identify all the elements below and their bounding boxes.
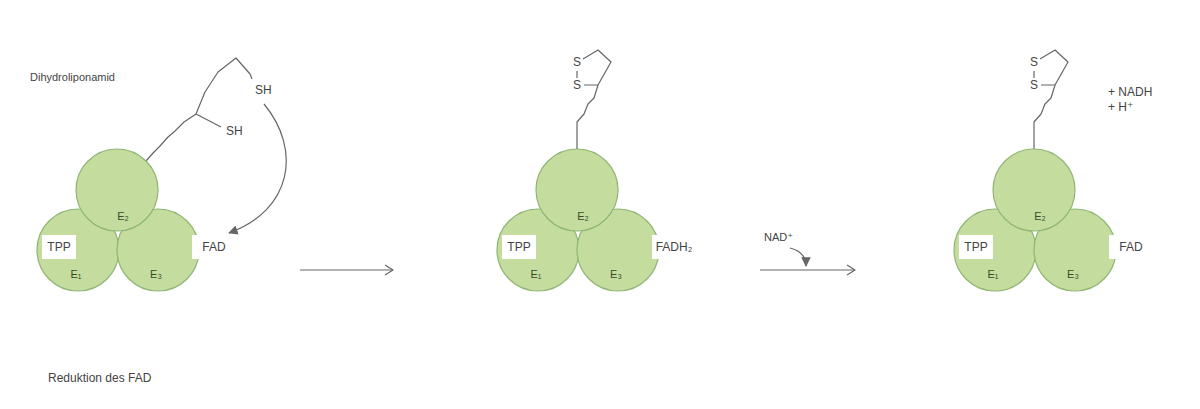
sulfur-atom: S xyxy=(1030,56,1038,68)
enzyme-fill xyxy=(76,149,158,231)
reaction-arrow-head xyxy=(385,265,393,275)
cofactor-name: FAD xyxy=(1119,241,1142,253)
enzyme-name: E₂ xyxy=(117,211,129,222)
enzyme-fill xyxy=(497,209,579,291)
enzyme-name: E₁ xyxy=(70,269,81,280)
cofactor-name: TPP xyxy=(964,241,987,253)
thiol-group: SH xyxy=(226,125,243,137)
enzyme-fill xyxy=(536,149,618,231)
thiol-bond xyxy=(196,114,221,127)
sulfur-atom: S xyxy=(1030,79,1038,91)
cofactor-name: TPP xyxy=(47,241,70,253)
cofactor-box: FAD xyxy=(1109,235,1153,259)
enzyme-circle: E₂ xyxy=(535,148,619,232)
enzyme-name: E₃ xyxy=(1067,269,1079,280)
enzyme-name: E₂ xyxy=(577,211,589,222)
cofactor-name: FADH₂ xyxy=(656,241,693,253)
transfer-arrow xyxy=(229,104,286,233)
cofactor-box: TPP xyxy=(42,235,76,259)
product-label: + H⁺ xyxy=(1108,101,1133,113)
thiol-group: SH xyxy=(255,84,272,96)
caption-note: Reduktion des FAD xyxy=(48,372,151,384)
enzyme-fill xyxy=(1034,209,1116,291)
enzyme-name: E₁ xyxy=(530,269,541,280)
disulfide-bond xyxy=(576,71,577,78)
enzyme-outline xyxy=(992,148,1076,232)
cofactor-label: NAD⁺ xyxy=(764,232,793,243)
cofactor-box: TPP xyxy=(959,235,993,259)
cofactor-box: TPP xyxy=(502,235,536,259)
enzyme-fill xyxy=(117,209,199,291)
enzyme-name: E₂ xyxy=(1034,211,1046,222)
enzyme-outline xyxy=(75,148,159,232)
enzyme-name: E₁ xyxy=(987,269,998,280)
cofactor-arrow xyxy=(790,248,806,266)
enzyme-name: E₃ xyxy=(610,269,622,280)
cofactor-box: FADH₂ xyxy=(652,235,697,259)
enzyme-name: E₃ xyxy=(150,269,162,280)
lipoamide-chain xyxy=(577,85,598,149)
enzyme-circle: E₂ xyxy=(75,148,159,232)
enzyme-circle: E₂ xyxy=(992,148,1076,232)
enzyme-fill xyxy=(37,209,119,291)
lipoamide-ring xyxy=(583,50,611,85)
lipoamide-chain xyxy=(1034,85,1055,149)
enzyme-outline xyxy=(535,148,619,232)
enzyme-fill xyxy=(993,149,1075,231)
sulfur-atom: S xyxy=(573,79,581,91)
cofactor-box: FAD xyxy=(192,235,236,259)
reaction-arrow xyxy=(300,269,393,270)
molecule-name: Dihydroliponamid xyxy=(30,72,115,83)
cofactor-name: TPP xyxy=(507,241,530,253)
lipoamide-chain xyxy=(146,58,252,161)
product-label: + NADH xyxy=(1108,86,1152,98)
sulfur-atom: S xyxy=(573,56,581,68)
lipoamide-ring xyxy=(1040,50,1068,85)
enzyme-fill xyxy=(577,209,659,291)
cofactor-name: FAD xyxy=(202,241,225,253)
disulfide-bond xyxy=(1033,71,1034,78)
reaction-arrow-head xyxy=(847,265,855,275)
enzyme-fill xyxy=(954,209,1036,291)
reaction-arrow xyxy=(760,269,855,270)
